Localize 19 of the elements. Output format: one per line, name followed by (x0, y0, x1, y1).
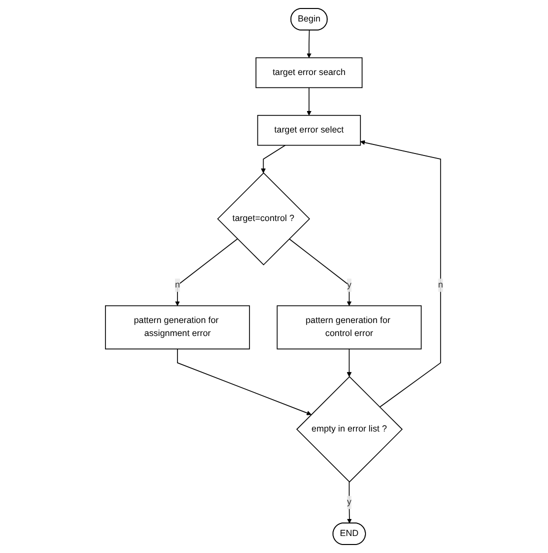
arrow (176, 348, 312, 416)
node-box: pattern generation for assignment error (104, 305, 250, 350)
arrow (260, 144, 286, 174)
arrow (306, 87, 312, 116)
arrow (346, 348, 352, 377)
node-diamond: empty in error list ? (296, 376, 402, 483)
arrow (288, 238, 352, 306)
edge-label: y (346, 280, 352, 290)
arrow (360, 140, 441, 408)
edge-label: y (346, 497, 352, 507)
arrow (306, 30, 312, 58)
node-box: target error search (255, 57, 362, 88)
arrow (174, 238, 238, 306)
edge-label: n (438, 280, 443, 290)
node-box: pattern generation for control error (276, 305, 422, 350)
arrow (346, 482, 352, 524)
node-box: target error select (257, 114, 361, 146)
edge-label: n (174, 280, 180, 290)
node-diamond: target=control ? (216, 172, 310, 266)
